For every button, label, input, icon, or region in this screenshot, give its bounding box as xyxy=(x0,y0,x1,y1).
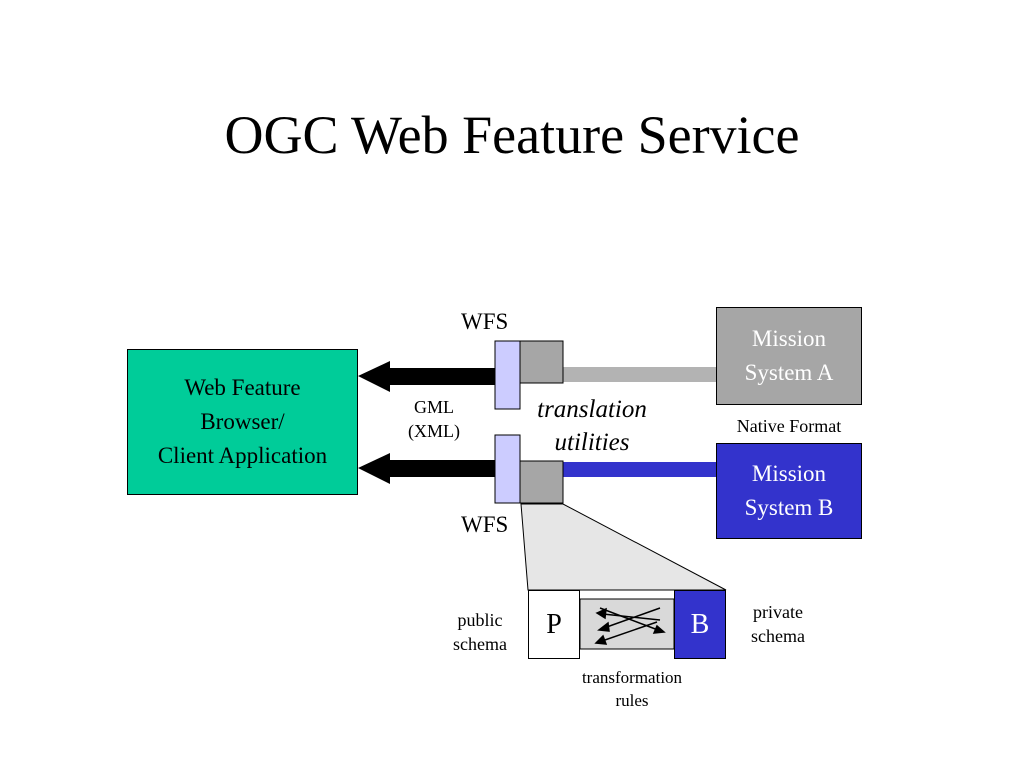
client-label-line3: Client Application xyxy=(157,443,328,468)
private-schema-label: private schema xyxy=(738,600,818,648)
native-format-label: Native Format xyxy=(736,416,842,436)
transformation-rules-label: transformation rules xyxy=(560,666,704,712)
mission-a-line2: System A xyxy=(744,360,834,385)
public-schema-box: P xyxy=(528,590,580,659)
public-schema-line2: schema xyxy=(453,634,507,654)
gml-label: GML (XML) xyxy=(398,395,470,443)
public-schema-line1: public xyxy=(457,610,503,630)
translation-utilities-label: translation utilities xyxy=(522,393,662,459)
translation-line2: utilities xyxy=(554,429,630,456)
transformation-line2: rules xyxy=(615,691,649,710)
transformation-arrows xyxy=(594,607,666,645)
public-schema-label: public schema xyxy=(440,608,520,656)
connector-line-b xyxy=(563,462,717,477)
client-application-box: Web Feature Browser/ Client Application xyxy=(127,349,358,495)
translation-line1: translation xyxy=(537,396,647,423)
private-schema-line2: schema xyxy=(751,626,805,646)
gml-line1: GML xyxy=(414,397,454,417)
wfs-connector-bottom xyxy=(494,434,521,504)
wfs-connector-top xyxy=(494,340,521,410)
mission-a-line1: Mission xyxy=(751,326,827,351)
page-title: OGC Web Feature Service xyxy=(224,105,800,165)
wfs-label-bottom: WFS xyxy=(461,512,509,537)
client-label-line1: Web Feature xyxy=(184,375,301,400)
translation-block-top xyxy=(519,340,564,384)
wfs-label-top: WFS xyxy=(461,309,509,334)
private-schema-line1: private xyxy=(753,602,803,622)
zoom-funnel xyxy=(520,503,727,591)
gml-line2: (XML) xyxy=(408,421,460,441)
gml-arrow-bottom xyxy=(358,453,495,484)
connector-line-a xyxy=(563,367,717,382)
mission-system-a-box: Mission System A xyxy=(716,307,862,405)
mission-system-b-box: Mission System B xyxy=(716,443,862,539)
transformation-line1: transformation xyxy=(581,668,683,687)
translation-block-bottom xyxy=(519,460,564,504)
gml-arrow-top xyxy=(358,361,495,392)
client-label-line2: Browser/ xyxy=(200,409,285,434)
mission-b-line2: System B xyxy=(744,495,834,520)
transformation-rules-band xyxy=(579,598,675,650)
private-schema-box: B xyxy=(674,590,726,659)
mission-b-line1: Mission xyxy=(751,461,827,486)
